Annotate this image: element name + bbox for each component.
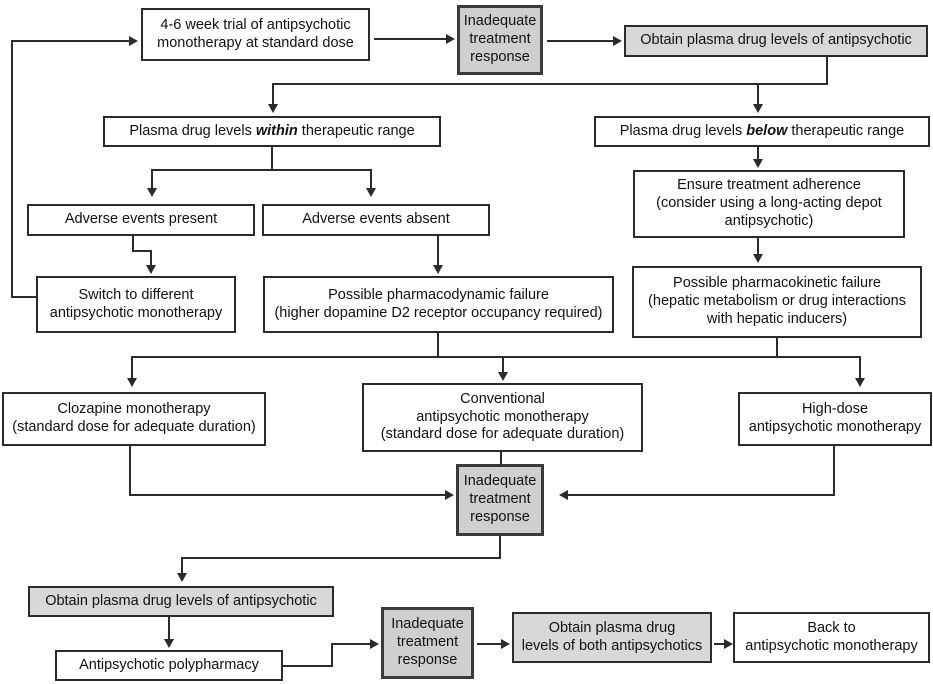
arrowhead-to-pd-failure [433,265,443,274]
node-pharmacodynamic-failure: Possible pharmacodynamic failure (higher… [263,276,614,333]
connector-adherence-to-pk [757,238,759,254]
connector-inadequate1-to-obtain1 [547,40,613,42]
node-conventional-monotherapy: Conventional antipsychotic monotherapy (… [362,383,643,452]
arrowhead-to-obtainboth [501,639,510,649]
arrowhead-to-conventional [498,372,508,381]
plasma-within-text: Plasma drug levels within therapeutic ra… [129,122,415,139]
connector-trial-to-inadequate1 [374,38,446,40]
feedback-top-to-trial [11,40,129,42]
connector-pd-down [437,333,439,356]
node-clozapine-monotherapy: Clozapine monotherapy (standard dose for… [2,392,266,446]
arrowhead-to-adherence [753,159,763,168]
feedback-switch-left [11,296,38,298]
arrowhead-trial-to-inadequate1 [446,34,455,44]
connector-bus-to-conventional [502,356,504,373]
node-trial: 4-6 week trial of antipsychotic monother… [141,8,370,61]
node-high-dose-monotherapy: High-dose antipsychotic monotherapy [738,392,932,446]
node-back-to-monotherapy: Back to antipsychotic monotherapy [733,612,930,663]
connector-obtain1-down [826,57,828,85]
connector-clozapine-down [129,446,131,494]
connector-to-obtain2 [181,557,183,574]
connector-bus-to-highdose [859,356,861,379]
node-inadequate-response-2: Inadequate treatment response [456,464,544,536]
connector-clozapine-to-inadequate2 [129,494,445,496]
node-ensure-adherence: Ensure treatment adherence (consider usi… [633,170,905,238]
connector-conventional-to-inadequate2 [500,452,502,466]
connector-bus-to-below [757,83,759,106]
node-switch-monotherapy: Switch to different antipsychotic monoth… [36,276,236,333]
connector-below-to-adherence [757,147,759,161]
connector-polypharmacy-up [331,643,333,667]
node-obtain-plasma-levels-1: Obtain plasma drug levels of antipsychot… [624,25,928,57]
connector-polypharmacy-to-inadequate3 [331,643,371,645]
connector-to-ae-absent [370,169,372,189]
connector-within-down [271,147,273,169]
arrowhead-feedback-to-trial [129,36,138,46]
node-plasma-within-range: Plasma drug levels within therapeutic ra… [103,116,441,147]
arrowhead-inadequate1-to-obtain1 [613,36,622,46]
arrowhead-to-obtain2 [177,573,187,582]
node-adverse-events-present: Adverse events present [27,204,255,236]
connector-obtainboth-to-backtomono [714,643,726,645]
arrowhead-to-backtomono [724,639,733,649]
bus-row2 [272,83,828,85]
arrowhead-to-polypharmacy [164,639,174,648]
connector-aepresent-to-switch [150,250,152,266]
arrowhead-to-highdose [855,378,865,387]
connector-to-ae-present [151,169,153,189]
node-antipsychotic-polypharmacy: Antipsychotic polypharmacy [55,650,283,681]
connector-inadequate3-to-obtainboth [477,643,502,645]
connector-inadequate2-down [499,536,501,558]
node-obtain-plasma-levels-2: Obtain plasma drug levels of antipsychot… [28,586,334,617]
feedback-left-vertical [11,40,13,298]
arrowhead-to-pk-failure [753,254,763,263]
connector-polypharmacy-right [283,665,333,667]
bus-therapy-options [131,356,860,358]
connector-aeabsent-to-pd [437,236,439,266]
arrowhead-to-switch [146,265,156,274]
connector-aepresent-elbow [132,250,152,252]
arrowhead-bus-to-below [753,104,763,113]
connector-inadequate2-left [181,557,501,559]
connector-bus-to-within [272,83,274,106]
arrowhead-to-inadequate3 [370,639,379,649]
connector-pk-down [776,338,778,356]
arrowhead-highdose-to-inadequate2 [559,490,568,500]
node-inadequate-response-3: Inadequate treatment response [381,607,474,679]
connector-obtain2-to-polypharmacy [168,617,170,640]
arrowhead-to-ae-present [147,188,157,197]
connector-highdose-down [833,446,835,494]
node-pharmacokinetic-failure: Possible pharmacokinetic failure (hepati… [632,266,922,338]
node-obtain-both-levels: Obtain plasma drug levels of both antips… [512,612,712,663]
arrowhead-to-clozapine [127,378,137,387]
arrowhead-to-ae-absent [366,188,376,197]
node-inadequate-response-1: Inadequate treatment response [457,5,543,75]
arrowhead-clozapine-to-inadequate2 [445,490,454,500]
connector-highdose-to-inadequate2 [568,494,835,496]
arrowhead-bus-to-within [268,104,278,113]
bus-adverse-split [151,169,372,171]
connector-bus-to-clozapine [131,356,133,379]
plasma-below-text: Plasma drug levels below therapeutic ran… [619,122,905,139]
node-adverse-events-absent: Adverse events absent [262,204,490,236]
connector-aepresent-down [132,236,134,250]
node-plasma-below-range: Plasma drug levels below therapeutic ran… [594,116,930,147]
